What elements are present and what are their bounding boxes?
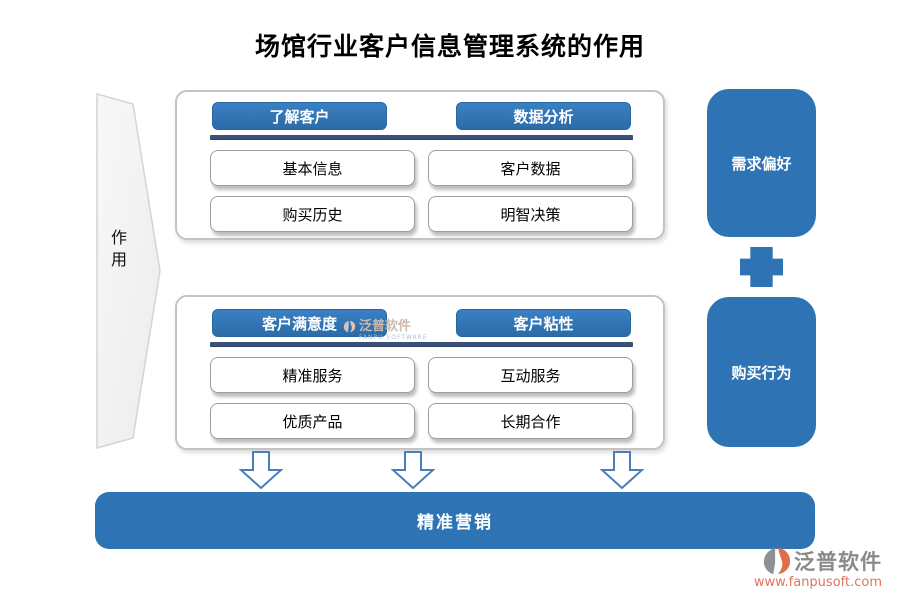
header-customer-satisfaction: 客户满意度 xyxy=(212,309,387,337)
plus-icon xyxy=(740,247,783,287)
panel-satisfaction-stickiness: 客户满意度 客户粘性 精准服务 互动服务 优质产品 长期合作 xyxy=(175,295,665,450)
item-customer-data: 客户数据 xyxy=(428,150,633,186)
item-quality-product: 优质产品 xyxy=(210,403,415,439)
header-divider xyxy=(210,342,633,347)
header-know-customer: 了解客户 xyxy=(212,102,387,130)
down-arrow-icon xyxy=(391,451,435,489)
item-interactive-service: 互动服务 xyxy=(428,357,633,393)
side-box-purchase-behavior: 购买行为 xyxy=(707,297,816,447)
brand-block: 泛普软件 www.fanpusoft.com xyxy=(722,546,882,590)
down-arrow-icon xyxy=(600,451,644,489)
brand-name: 泛普软件 xyxy=(794,550,882,574)
item-basic-info: 基本信息 xyxy=(210,150,415,186)
brand-logo-icon xyxy=(763,547,791,575)
diagram-title: 场馆行业客户信息管理系统的作用 xyxy=(254,32,645,61)
header-customer-stickiness: 客户粘性 xyxy=(456,309,631,337)
item-purchase-history: 购买历史 xyxy=(210,196,415,232)
item-long-term-cooperation: 长期合作 xyxy=(428,403,633,439)
panel-top-header-row: 了解客户 数据分析 xyxy=(210,102,633,130)
item-wise-decision: 明智决策 xyxy=(428,196,633,232)
item-precise-service: 精准服务 xyxy=(210,357,415,393)
role-banner-label: 作用 xyxy=(110,228,127,269)
header-data-analysis: 数据分析 xyxy=(456,102,631,130)
role-banner-shape xyxy=(96,93,161,449)
panel-top-items: 基本信息 客户数据 购买历史 明智决策 xyxy=(210,150,633,232)
brand-url: www.fanpusoft.com xyxy=(753,575,882,590)
panel-bottom-items: 精准服务 互动服务 优质产品 长期合作 xyxy=(210,357,633,439)
header-divider xyxy=(210,135,633,140)
panel-bottom-header-row: 客户满意度 客户粘性 xyxy=(210,309,633,337)
side-box-demand-preference: 需求偏好 xyxy=(707,89,816,237)
precise-marketing-bar: 精准营销 xyxy=(95,492,815,549)
down-arrow-icon xyxy=(239,451,283,489)
panel-know-analyze: 了解客户 数据分析 基本信息 客户数据 购买历史 明智决策 xyxy=(175,90,665,240)
